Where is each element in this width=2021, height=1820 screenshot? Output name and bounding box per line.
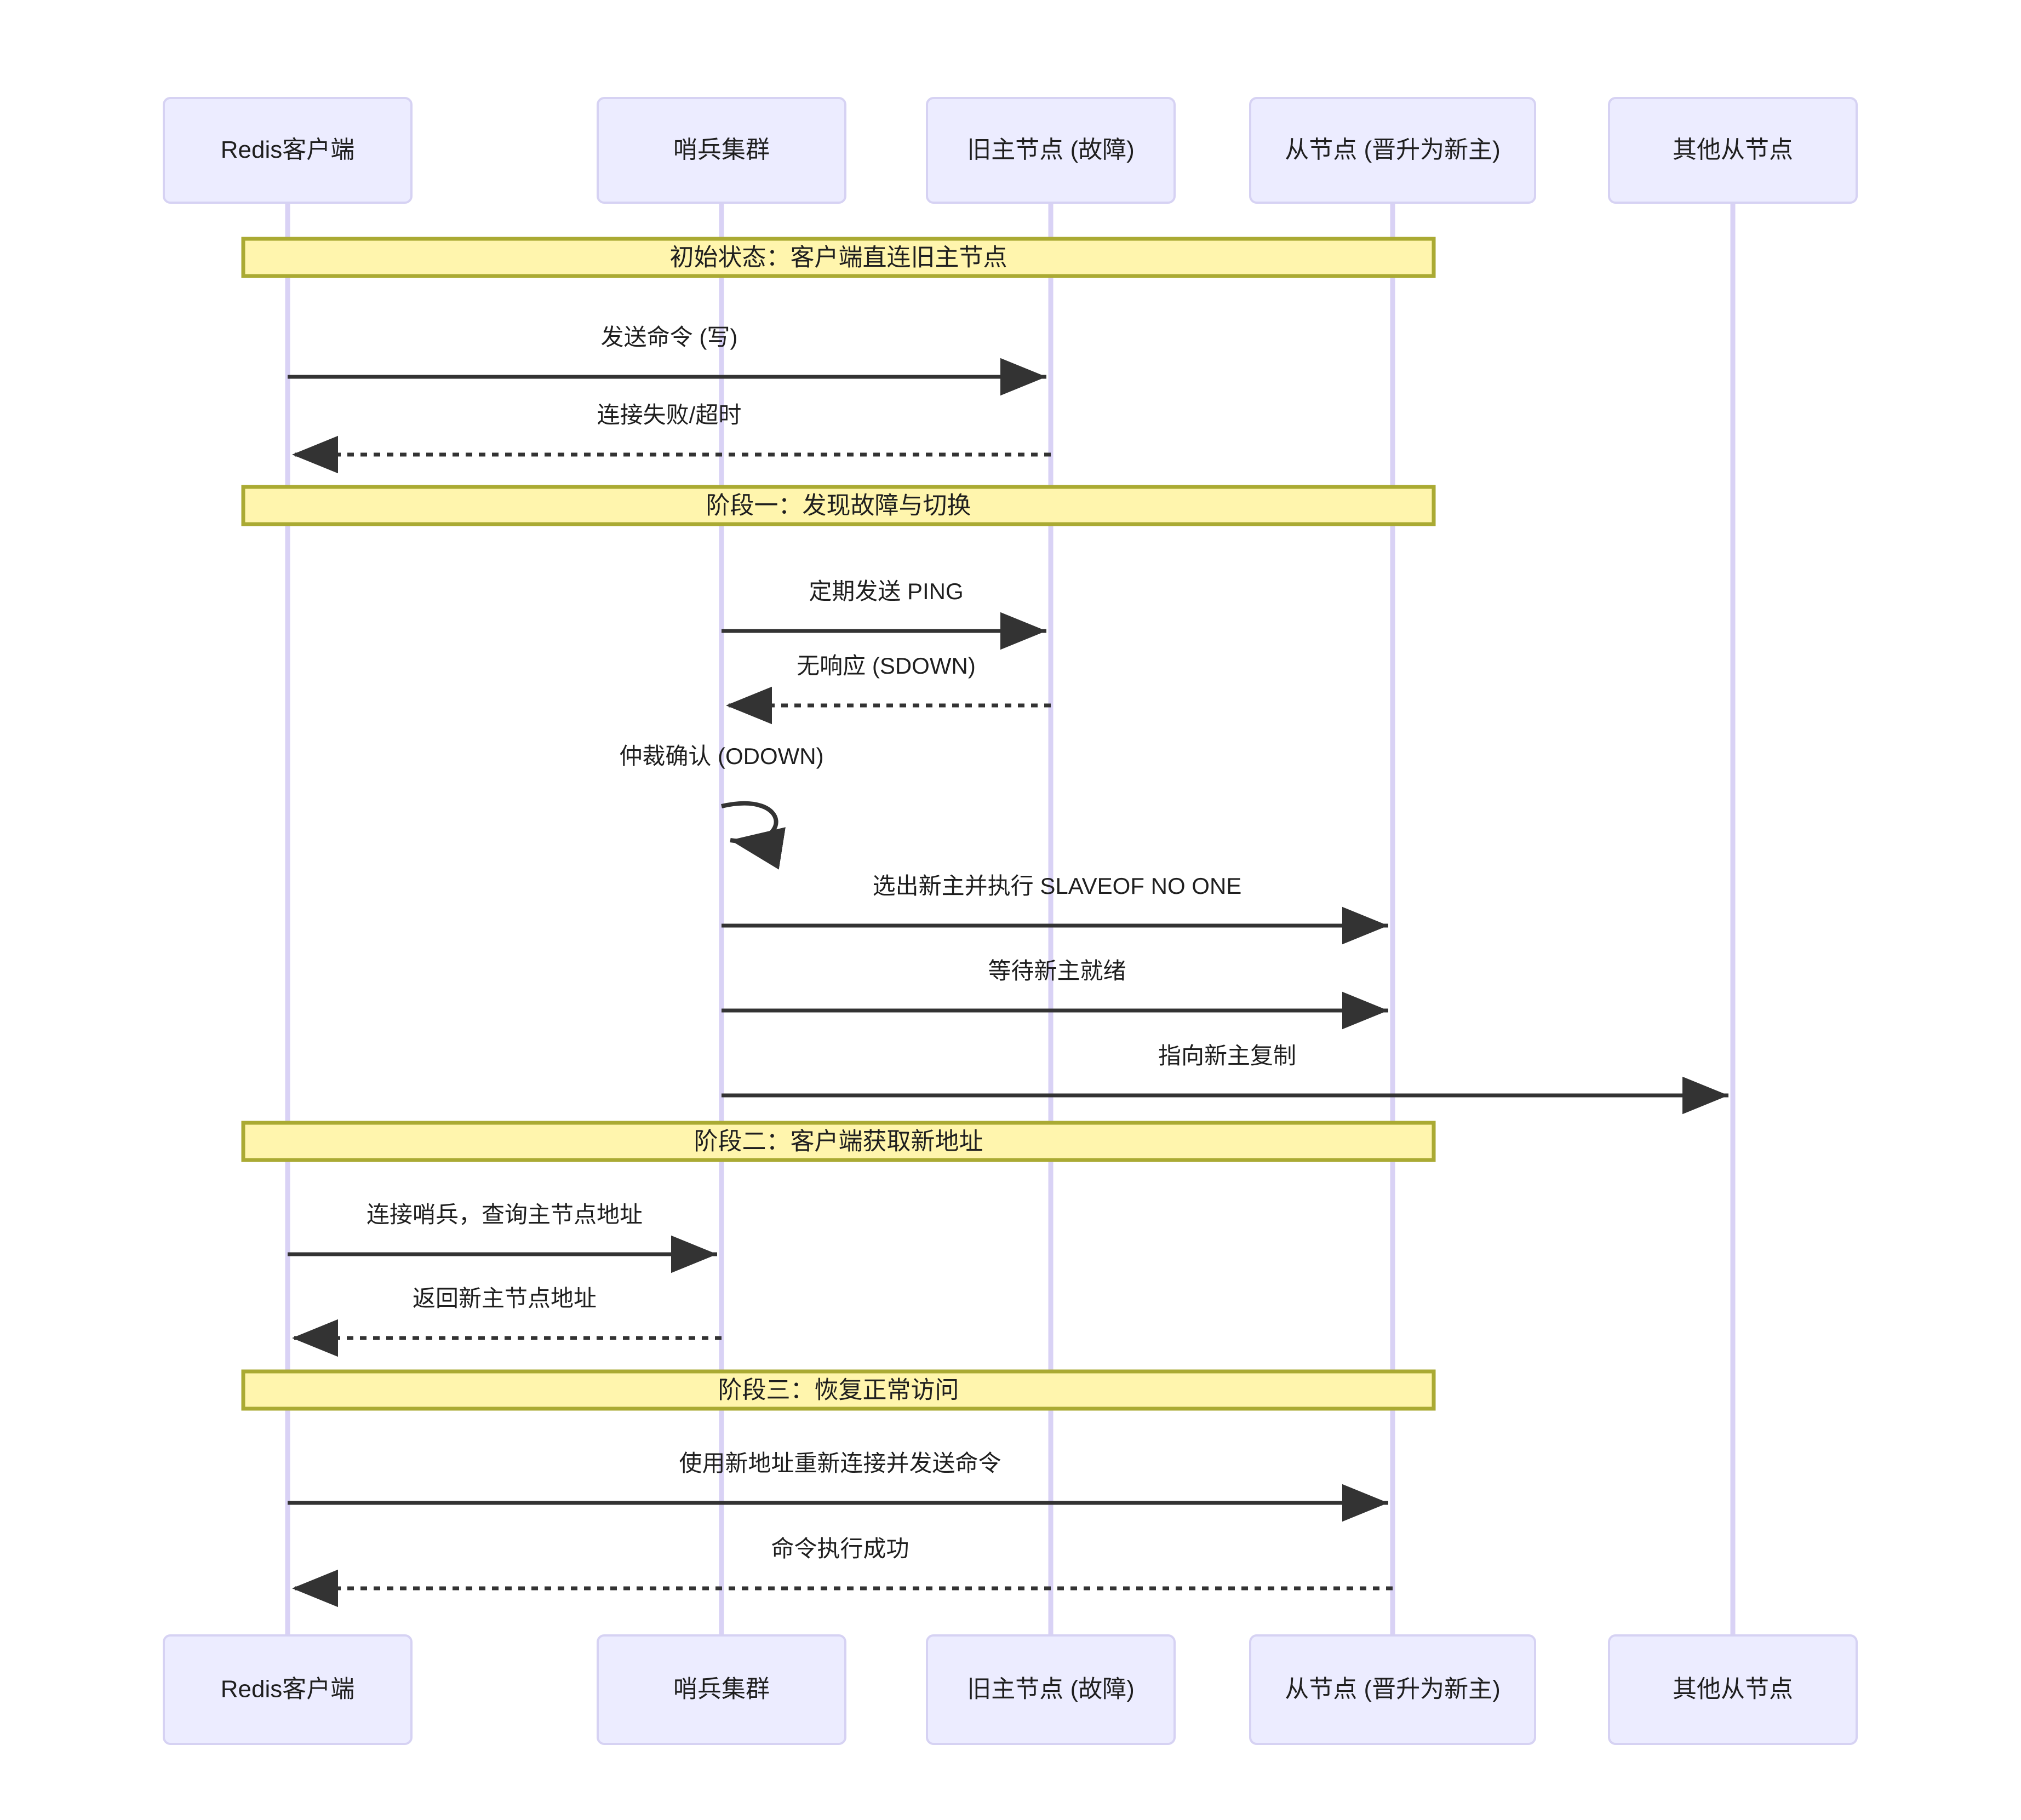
participant-oldmaster-bottom[interactable]: 旧主节点 (故障) [926,1634,1176,1745]
participant-oldmaster-top[interactable]: 旧主节点 (故障) [926,97,1176,204]
self-loop-arrow [721,801,786,870]
participant-sentinel-top[interactable]: 哨兵集群 [597,97,846,204]
note-banner: 阶段三：恢复正常访问 [241,1369,1436,1411]
message-sentinel-to-oldmaster: 定期发送 PING [722,578,1046,650]
participant-label: 旧主节点 (故障) [967,136,1135,163]
participant-box [1608,1634,1858,1745]
participant-label: Redis客户端 [221,136,355,163]
message-label: 选出新主并执行 SLAVEOF NO ONE [873,873,1242,899]
participant-box [1249,97,1536,204]
message-client-to-newmaster: 使用新地址重新连接并发送命令 [288,1450,1388,1522]
participant-box [597,1634,846,1745]
participant-label: 从节点 (晋升为新主) [1285,1676,1501,1703]
participant-label: Redis客户端 [221,1676,355,1703]
note-label: 阶段三：恢复正常访问 [718,1377,959,1404]
note-label: 初始状态：客户端直连旧主节点 [670,244,1007,271]
participant-replica-bottom[interactable]: 其他从节点 [1608,1634,1858,1745]
participant-box [1608,97,1858,204]
message-label: 连接失败/超时 [597,402,742,428]
participant-box [597,97,846,204]
participant-box [163,1634,413,1745]
message-sentinel-to-sentinel: 仲裁确认 (ODOWN) [619,743,824,870]
participant-box [926,97,1176,204]
note-banner: 初始状态：客户端直连旧主节点 [241,237,1436,278]
participants-bottom-layer: Redis客户端 哨兵集群 旧主节点 (故障) 从节点 (晋升为新主) 其他从节点 [163,1634,1858,1745]
message-label: 仲裁确认 (ODOWN) [619,743,823,769]
participant-box [926,1634,1176,1745]
participant-newmaster-top[interactable]: 从节点 (晋升为新主) [1249,97,1536,204]
note-box [241,485,1436,526]
participant-label: 从节点 (晋升为新主) [1285,136,1501,163]
participant-box [163,97,413,204]
message-label: 返回新主节点地址 [413,1285,597,1311]
notes-layer: 初始状态：客户端直连旧主节点阶段一：发现故障与切换阶段二：客户端获取新地址阶段三… [241,237,1436,1411]
message-label: 等待新主就绪 [988,958,1126,984]
message-oldmaster-to-client: 连接失败/超时 [292,402,1051,474]
note-label: 阶段一：发现故障与切换 [706,492,971,519]
participant-label: 旧主节点 (故障) [967,1676,1135,1703]
note-box [241,1121,1436,1162]
message-oldmaster-to-sentinel: 无响应 (SDOWN) [726,653,1051,725]
participant-label: 哨兵集群 [673,1676,770,1703]
note-box [241,237,1436,278]
participant-newmaster-bottom[interactable]: 从节点 (晋升为新主) [1249,1634,1536,1745]
participant-label: 其他从节点 [1673,136,1793,163]
participant-sentinel-bottom[interactable]: 哨兵集群 [597,1634,846,1745]
note-box [241,1369,1436,1411]
message-label: 发送命令 (写) [601,324,738,350]
message-label: 无响应 (SDOWN) [797,653,976,679]
message-client-to-sentinel: 连接哨兵，查询主节点地址 [288,1202,717,1273]
participant-box [1249,1634,1536,1745]
participant-label: 哨兵集群 [673,136,770,163]
participant-replica-top[interactable]: 其他从节点 [1608,97,1858,204]
message-label: 指向新主复制 [1158,1043,1296,1069]
message-label: 定期发送 PING [809,578,963,604]
message-client-to-oldmaster: 发送命令 (写) [288,324,1046,396]
message-sentinel-to-newmaster: 等待新主就绪 [722,958,1388,1030]
note-banner: 阶段二：客户端获取新地址 [241,1121,1436,1162]
message-label: 使用新地址重新连接并发送命令 [679,1450,1001,1476]
message-label: 连接哨兵，查询主节点地址 [367,1202,643,1227]
participant-label: 其他从节点 [1673,1676,1793,1703]
note-label: 阶段二：客户端获取新地址 [694,1128,983,1155]
participant-client-top[interactable]: Redis客户端 [163,97,413,204]
lifelines-layer [285,203,1736,1635]
participant-client-bottom[interactable]: Redis客户端 [163,1634,413,1745]
message-sentinel-to-replica: 指向新主复制 [722,1043,1728,1115]
message-sentinel-to-client: 返回新主节点地址 [292,1285,722,1357]
note-banner: 阶段一：发现故障与切换 [241,485,1436,526]
message-label: 命令执行成功 [771,1536,909,1561]
participants-top-layer: Redis客户端 哨兵集群 旧主节点 (故障) 从节点 (晋升为新主) 其他从节点 [163,97,1858,204]
message-newmaster-to-client: 命令执行成功 [292,1536,1393,1607]
message-sentinel-to-newmaster: 选出新主并执行 SLAVEOF NO ONE [722,873,1388,945]
